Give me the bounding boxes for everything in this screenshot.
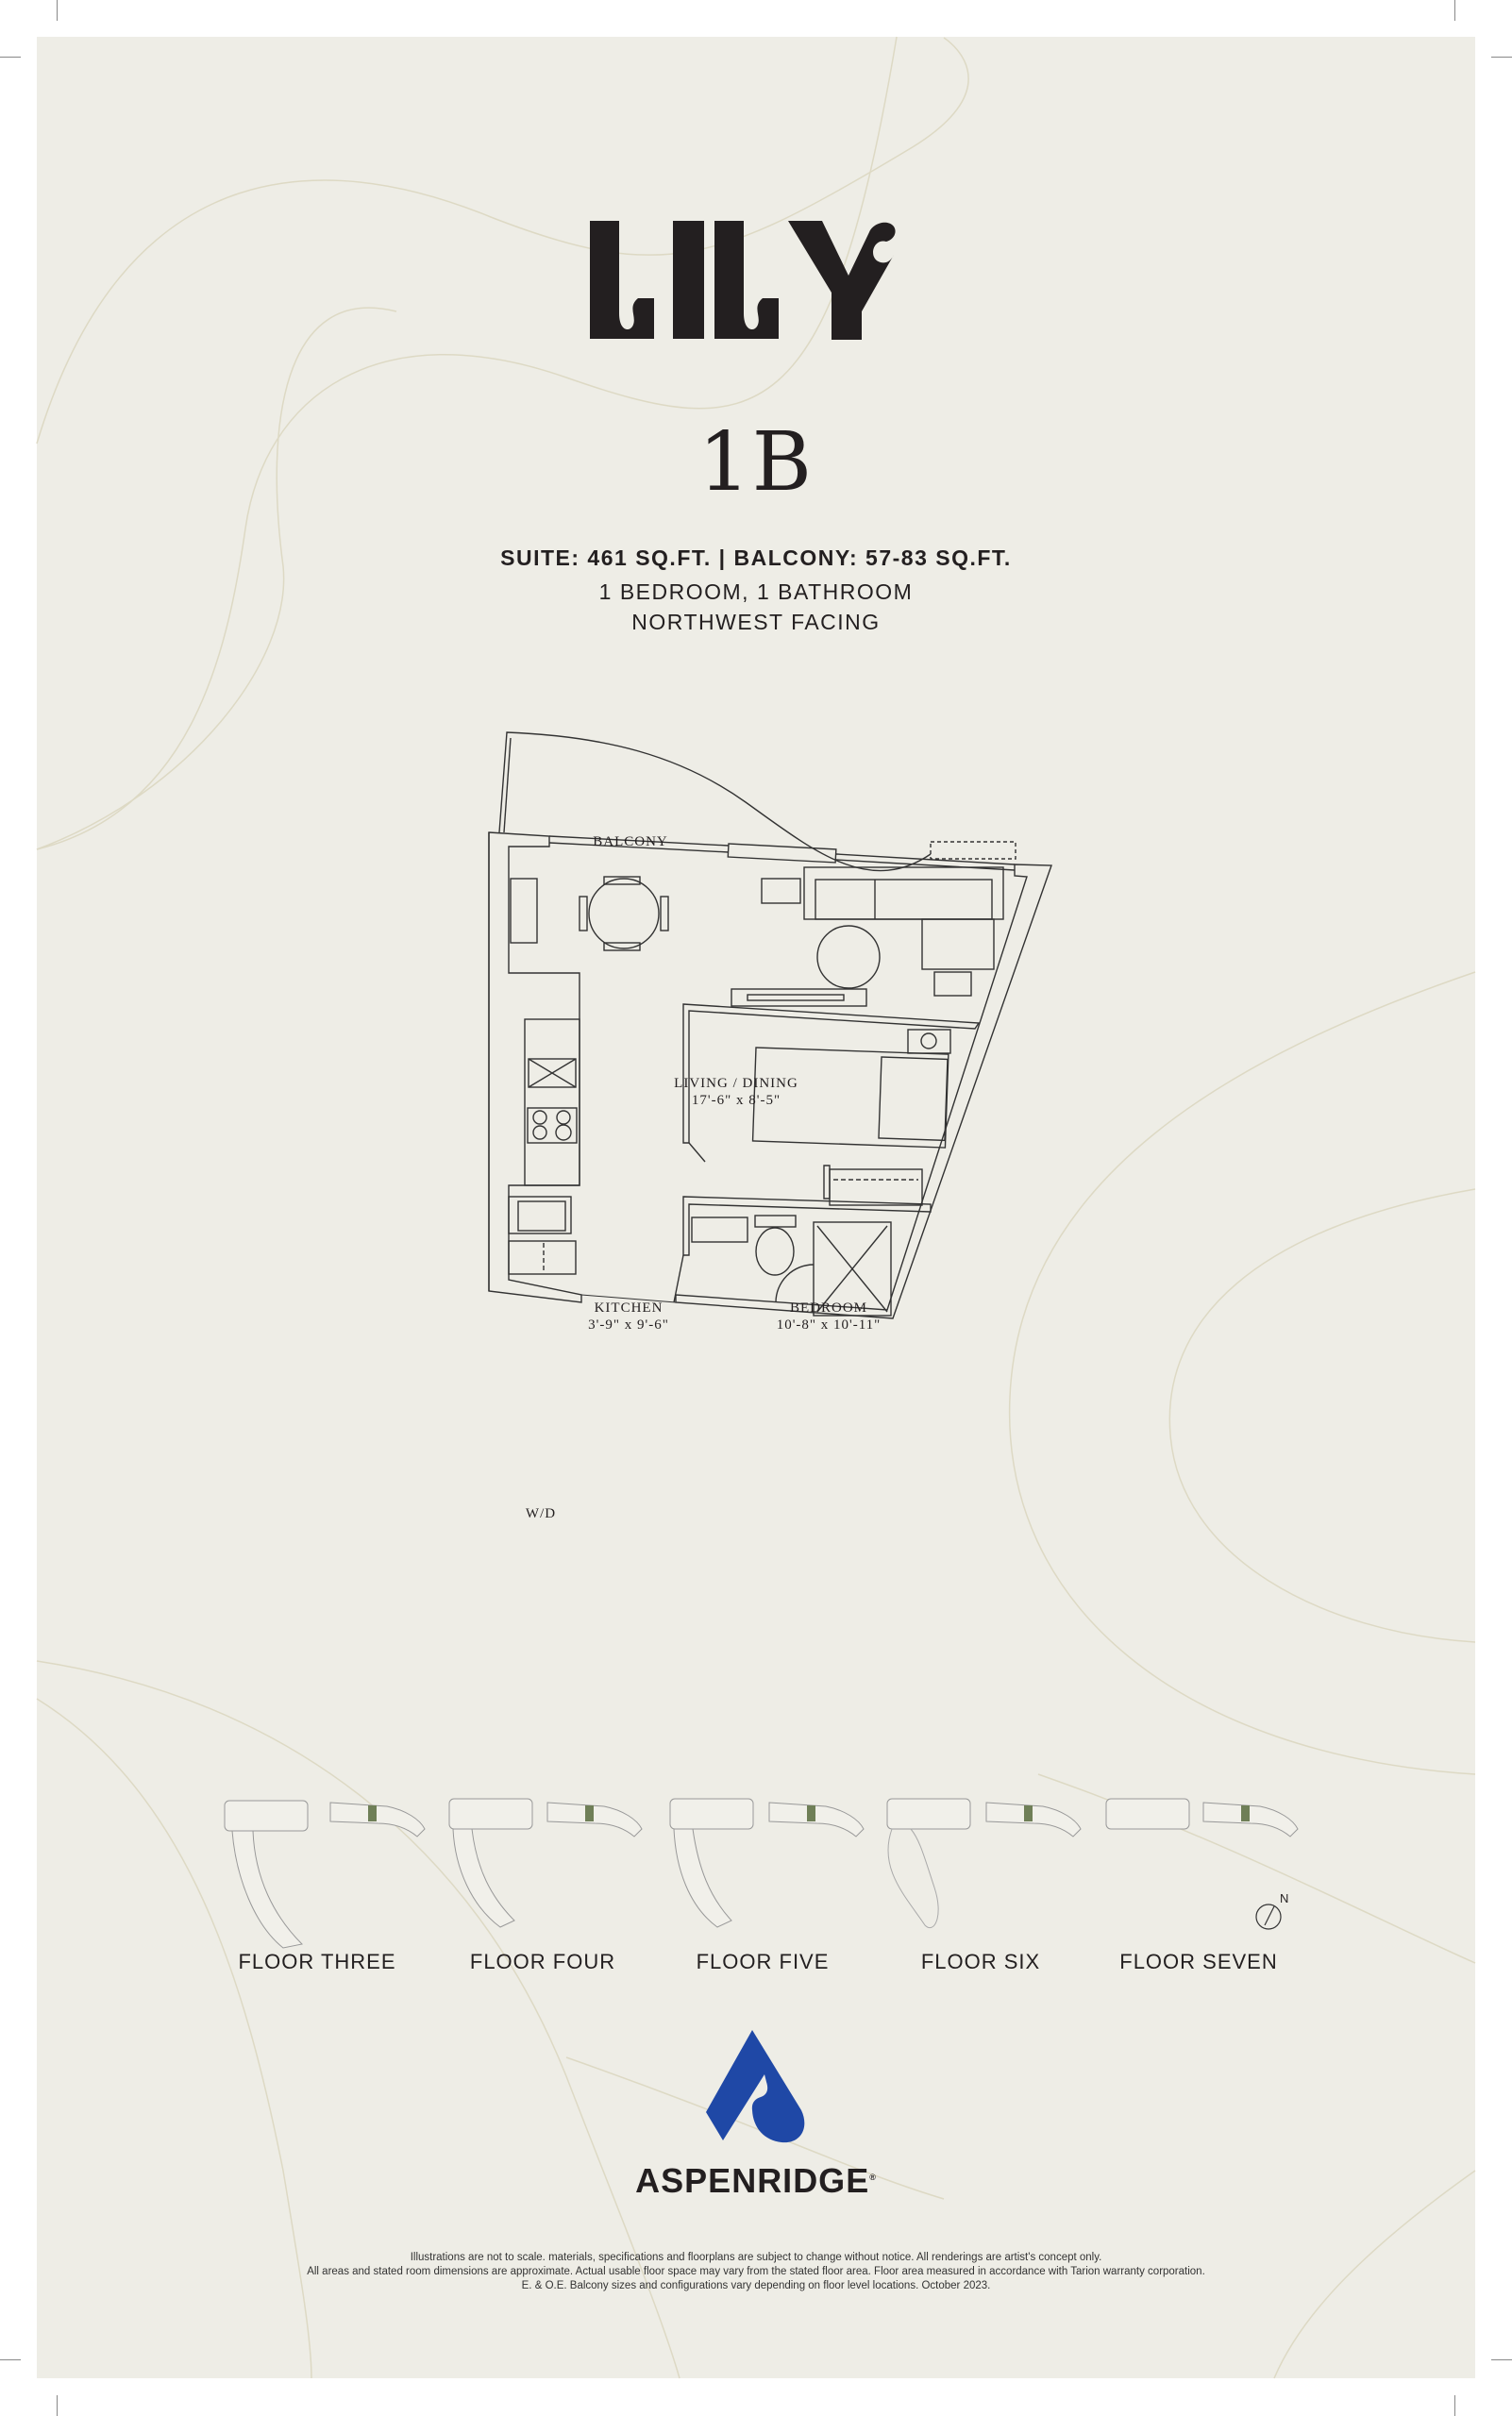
room-label-balcony: BALCONY — [593, 834, 668, 849]
registered-mark: ® — [869, 2173, 877, 2182]
crop-mark — [57, 2395, 58, 2416]
suite-facing: NORTHWEST FACING — [631, 610, 881, 634]
room-dims-bedroom: 10'-8" x 10'-11" — [776, 1317, 882, 1333]
room-label-wd: W/D — [525, 1506, 557, 1521]
crop-mark — [0, 2359, 21, 2360]
crop-mark — [1491, 2359, 1512, 2360]
room-label-kitchen: KITCHEN — [594, 1300, 664, 1316]
room-label-living: LIVING / DINING — [674, 1076, 798, 1091]
crop-mark — [57, 0, 58, 21]
north-label: N — [1280, 1891, 1289, 1905]
disclaimer-line: E. & O.E. Balcony sizes and configuratio… — [521, 2280, 991, 2291]
suite-areas: SUITE: 461 SQ.FT. | BALCONY: 57-83 SQ.FT… — [500, 545, 1012, 570]
suite-code: 1B — [698, 415, 814, 510]
disclaimer-line: All areas and stated room dimensions are… — [307, 2266, 1205, 2277]
floor-label: FLOOR FIVE — [696, 1950, 830, 1973]
floor-label: FLOOR SIX — [920, 1950, 1041, 1973]
disclaimer: Illustrations are not to scale. material… — [0, 2251, 1512, 2293]
developer-name-text: ASPENRIDGE — [635, 2161, 870, 2200]
floorplan-sheet — [37, 37, 1475, 2378]
keyplate-floor-six — [886, 1798, 1082, 1928]
crop-mark — [1491, 57, 1512, 58]
developer-name: ASPENRIDGE® — [0, 2161, 1512, 2201]
floor-label: FLOOR FOUR — [469, 1950, 616, 1973]
disclaimer-line: Illustrations are not to scale. material… — [410, 2252, 1102, 2263]
north-arrow-icon — [1255, 1904, 1282, 1930]
crop-mark — [0, 57, 21, 58]
room-dims-kitchen: 3'-9" x 9'-6" — [588, 1317, 669, 1333]
crop-mark — [1454, 2395, 1455, 2416]
keyplate-floor-three — [224, 1800, 426, 1949]
suite-rooms: 1 BEDROOM, 1 BATHROOM — [598, 579, 914, 604]
floor-label: FLOOR SEVEN — [1119, 1950, 1278, 1973]
keyplate-floor-four — [448, 1798, 643, 1928]
keyplate-floor-five — [669, 1798, 865, 1928]
floor-label: FLOOR THREE — [238, 1950, 396, 1973]
room-label-bedroom: BEDROOM — [789, 1300, 868, 1316]
room-dims-living: 17'-6" x 8'-5" — [691, 1093, 781, 1108]
crop-mark — [1454, 0, 1455, 21]
